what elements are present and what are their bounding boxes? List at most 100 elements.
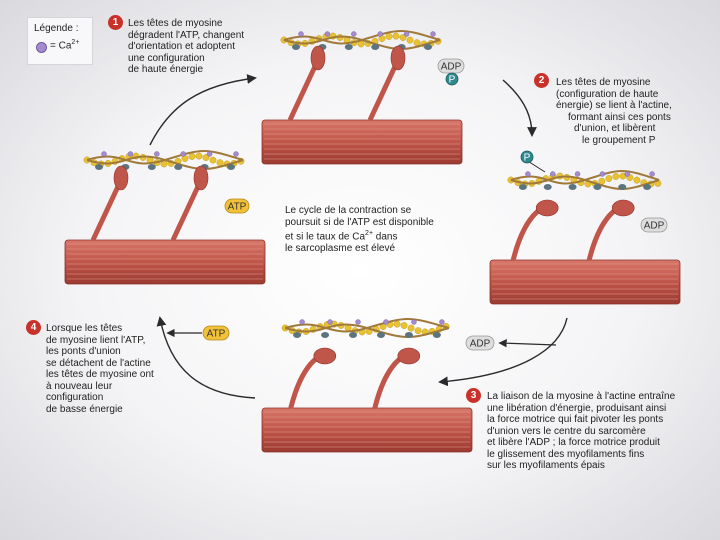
phosphate-chip-2: P: [520, 150, 534, 164]
actin-bead: [188, 153, 196, 160]
adp-chip-1: ADP: [437, 58, 465, 74]
adp-chip-3: ADP: [465, 335, 495, 351]
troponin-complex: [568, 184, 577, 190]
calcium-ion: [574, 171, 581, 177]
calcium-ion: [101, 151, 107, 157]
troponin-complex: [543, 184, 552, 190]
calcium-ion: [411, 319, 417, 325]
calcium-ion: [599, 171, 606, 177]
legend-box: Légende : = Ca2+: [27, 17, 93, 65]
step-3-badge: 3: [466, 388, 481, 403]
calcium-ion: [430, 31, 436, 37]
calcium-ion: [154, 151, 160, 157]
panel-step-1: [261, 30, 463, 165]
step-2-badge: 2: [534, 73, 549, 88]
step-2-text: Les têtes de myosine(configuration de ha…: [556, 77, 672, 146]
troponin-complex: [147, 164, 156, 170]
calcium-ion: [127, 151, 134, 157]
atp-chip-1-shape: [224, 198, 250, 214]
crossbridge-neck: [170, 178, 204, 242]
actin-bead: [393, 320, 401, 328]
troponin-complex: [292, 44, 300, 50]
troponin-complex: [618, 184, 627, 190]
crossbridge-neck: [287, 58, 321, 122]
actin-bead: [385, 33, 393, 40]
calcium-ion: [525, 171, 531, 177]
troponin-complex: [293, 332, 302, 338]
tropomyosin-strand: [86, 155, 244, 170]
actin-bead: [612, 173, 620, 180]
actin-bead: [633, 176, 641, 184]
arrow-1-to-2: [502, 79, 537, 137]
atp-chip-2-shape: [202, 325, 230, 341]
calcium-ion: [324, 31, 331, 37]
tropomyosin-strand: [283, 35, 441, 50]
phosphate-chip-1-shape: [445, 72, 459, 86]
crossbridge-neck: [586, 205, 621, 261]
adp-chip-2: ADP: [640, 217, 668, 233]
calcium-ion: [550, 171, 556, 177]
panel-step-3: [261, 318, 473, 453]
tropomyosin-strand: [510, 175, 660, 190]
panel-step-4: [64, 150, 266, 285]
myosin-head: [193, 165, 209, 191]
thick-filament: [261, 119, 463, 165]
panel-step-2: [489, 170, 681, 305]
crossbridge-neck: [372, 353, 406, 409]
troponin-complex: [376, 332, 385, 338]
crossbridge-neck: [288, 353, 322, 409]
legend-title: Légende :: [34, 23, 79, 34]
calcium-ion: [233, 151, 239, 157]
calcium-ion: [206, 151, 213, 157]
myosin-head: [390, 45, 406, 71]
troponin-complex: [174, 164, 183, 170]
actin-bead: [216, 159, 224, 167]
calcium-ion: [439, 319, 445, 325]
atp-chip-1-label: ATP: [228, 202, 247, 213]
actin-bead: [392, 32, 400, 40]
calcium-ion-icon: [36, 42, 47, 53]
calcium-ion: [624, 171, 630, 177]
myosin-head: [535, 199, 559, 217]
myosin-head: [310, 45, 326, 71]
calcium-ion: [180, 151, 186, 157]
adp-chip-2-label: ADP: [644, 221, 665, 232]
thick-filament: [64, 239, 266, 285]
troponin-complex: [432, 332, 441, 338]
crossbridge-neck: [510, 205, 545, 261]
troponin-complex: [593, 184, 602, 190]
myosin-head: [397, 347, 421, 365]
calcium-ion: [403, 31, 410, 37]
troponin-complex: [227, 164, 235, 170]
troponin-complex: [518, 184, 527, 190]
arrow-adp-out: [498, 339, 557, 348]
crossbridge-neck: [367, 58, 401, 122]
calcium-ion: [355, 319, 361, 325]
tropomyosin-strand: [284, 323, 450, 338]
actin-bead: [598, 177, 606, 185]
phosphate-chip-1: P: [445, 72, 459, 86]
troponin-complex: [371, 44, 380, 50]
myosin-head: [313, 347, 337, 365]
myosin-head: [113, 165, 129, 191]
calcium-ion: [298, 31, 304, 37]
actin-bead: [209, 156, 217, 164]
calcium-ion: [383, 319, 389, 325]
step-3-text: La liaison de la myosine à l'actine entr…: [487, 391, 676, 471]
phosphate-chip-2-shape: [520, 150, 534, 164]
actin-bead: [413, 39, 421, 47]
calcium-ion: [299, 319, 305, 325]
legend-calcium-label: = Ca2+: [50, 39, 80, 52]
atp-chip-2-label: ATP: [207, 329, 226, 340]
troponin-complex: [404, 332, 413, 338]
troponin-complex: [344, 44, 353, 50]
troponin-complex: [321, 332, 330, 338]
actin-bead: [407, 324, 415, 332]
troponin-complex: [95, 164, 103, 170]
adp-chip-1-label: ADP: [441, 62, 462, 73]
step-4-badge: 4: [26, 320, 41, 335]
myosin-head: [611, 199, 635, 217]
